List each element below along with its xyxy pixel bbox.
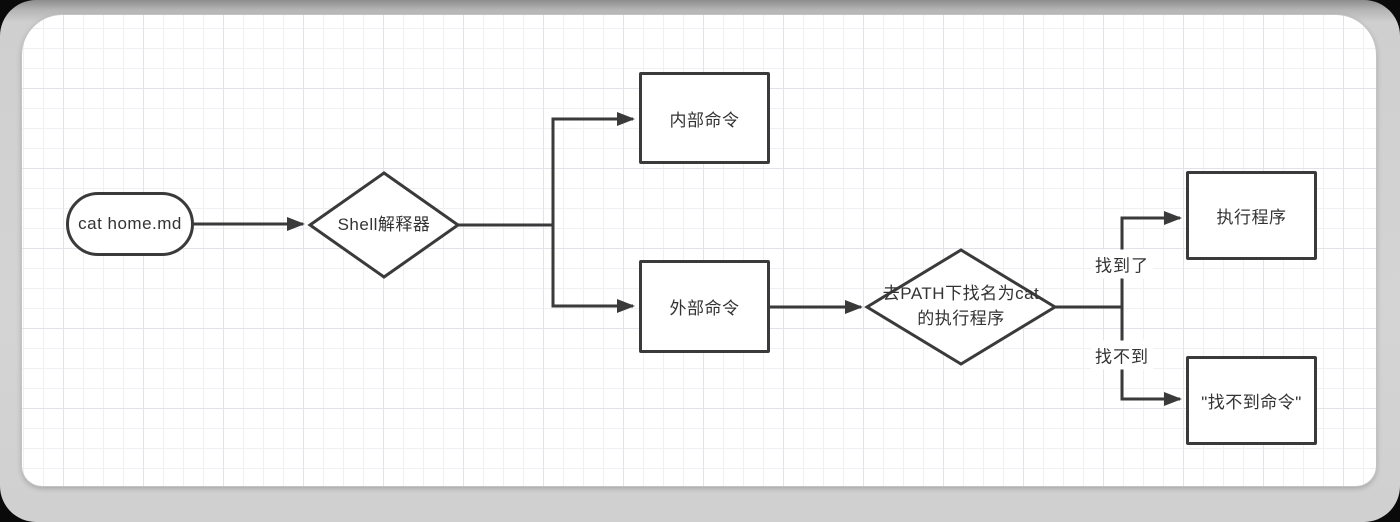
edge-label-not-found: 找不到	[1091, 340, 1153, 370]
decision-shell-shape	[307, 171, 461, 279]
node-command-not-found: "找不到命令"	[1186, 356, 1317, 445]
connector-shell-to-internal	[458, 112, 635, 227]
node-path-lookup-label: 去PATH下找名为cat 的执行程序	[882, 284, 1040, 328]
node-execute-program-label: 执行程序	[1216, 208, 1287, 227]
node-command-not-found-label: "找不到命令"	[1201, 393, 1302, 412]
node-execute-program: 执行程序	[1186, 171, 1317, 260]
connector-pathlookup-to-notfound	[1120, 307, 1182, 406]
node-start: cat home.md	[66, 192, 194, 256]
node-internal-command-label: 内部命令	[669, 110, 740, 130]
node-external-command: 外部命令	[639, 260, 770, 353]
decision-pathlookup-shape	[864, 248, 1058, 366]
edge-label-found: 找到了	[1091, 249, 1153, 279]
node-shell-label: Shell解释器	[337, 214, 431, 234]
node-internal-command: 内部命令	[639, 72, 770, 164]
connector-shell-to-external	[551, 225, 635, 313]
node-external-command-label: 外部命令	[669, 299, 740, 318]
node-start-label: cat home.md	[78, 214, 182, 233]
node-path-lookup: 去PATH下找名为cat 的执行程序	[867, 250, 1055, 364]
node-shell: Shell解释器	[310, 173, 458, 277]
